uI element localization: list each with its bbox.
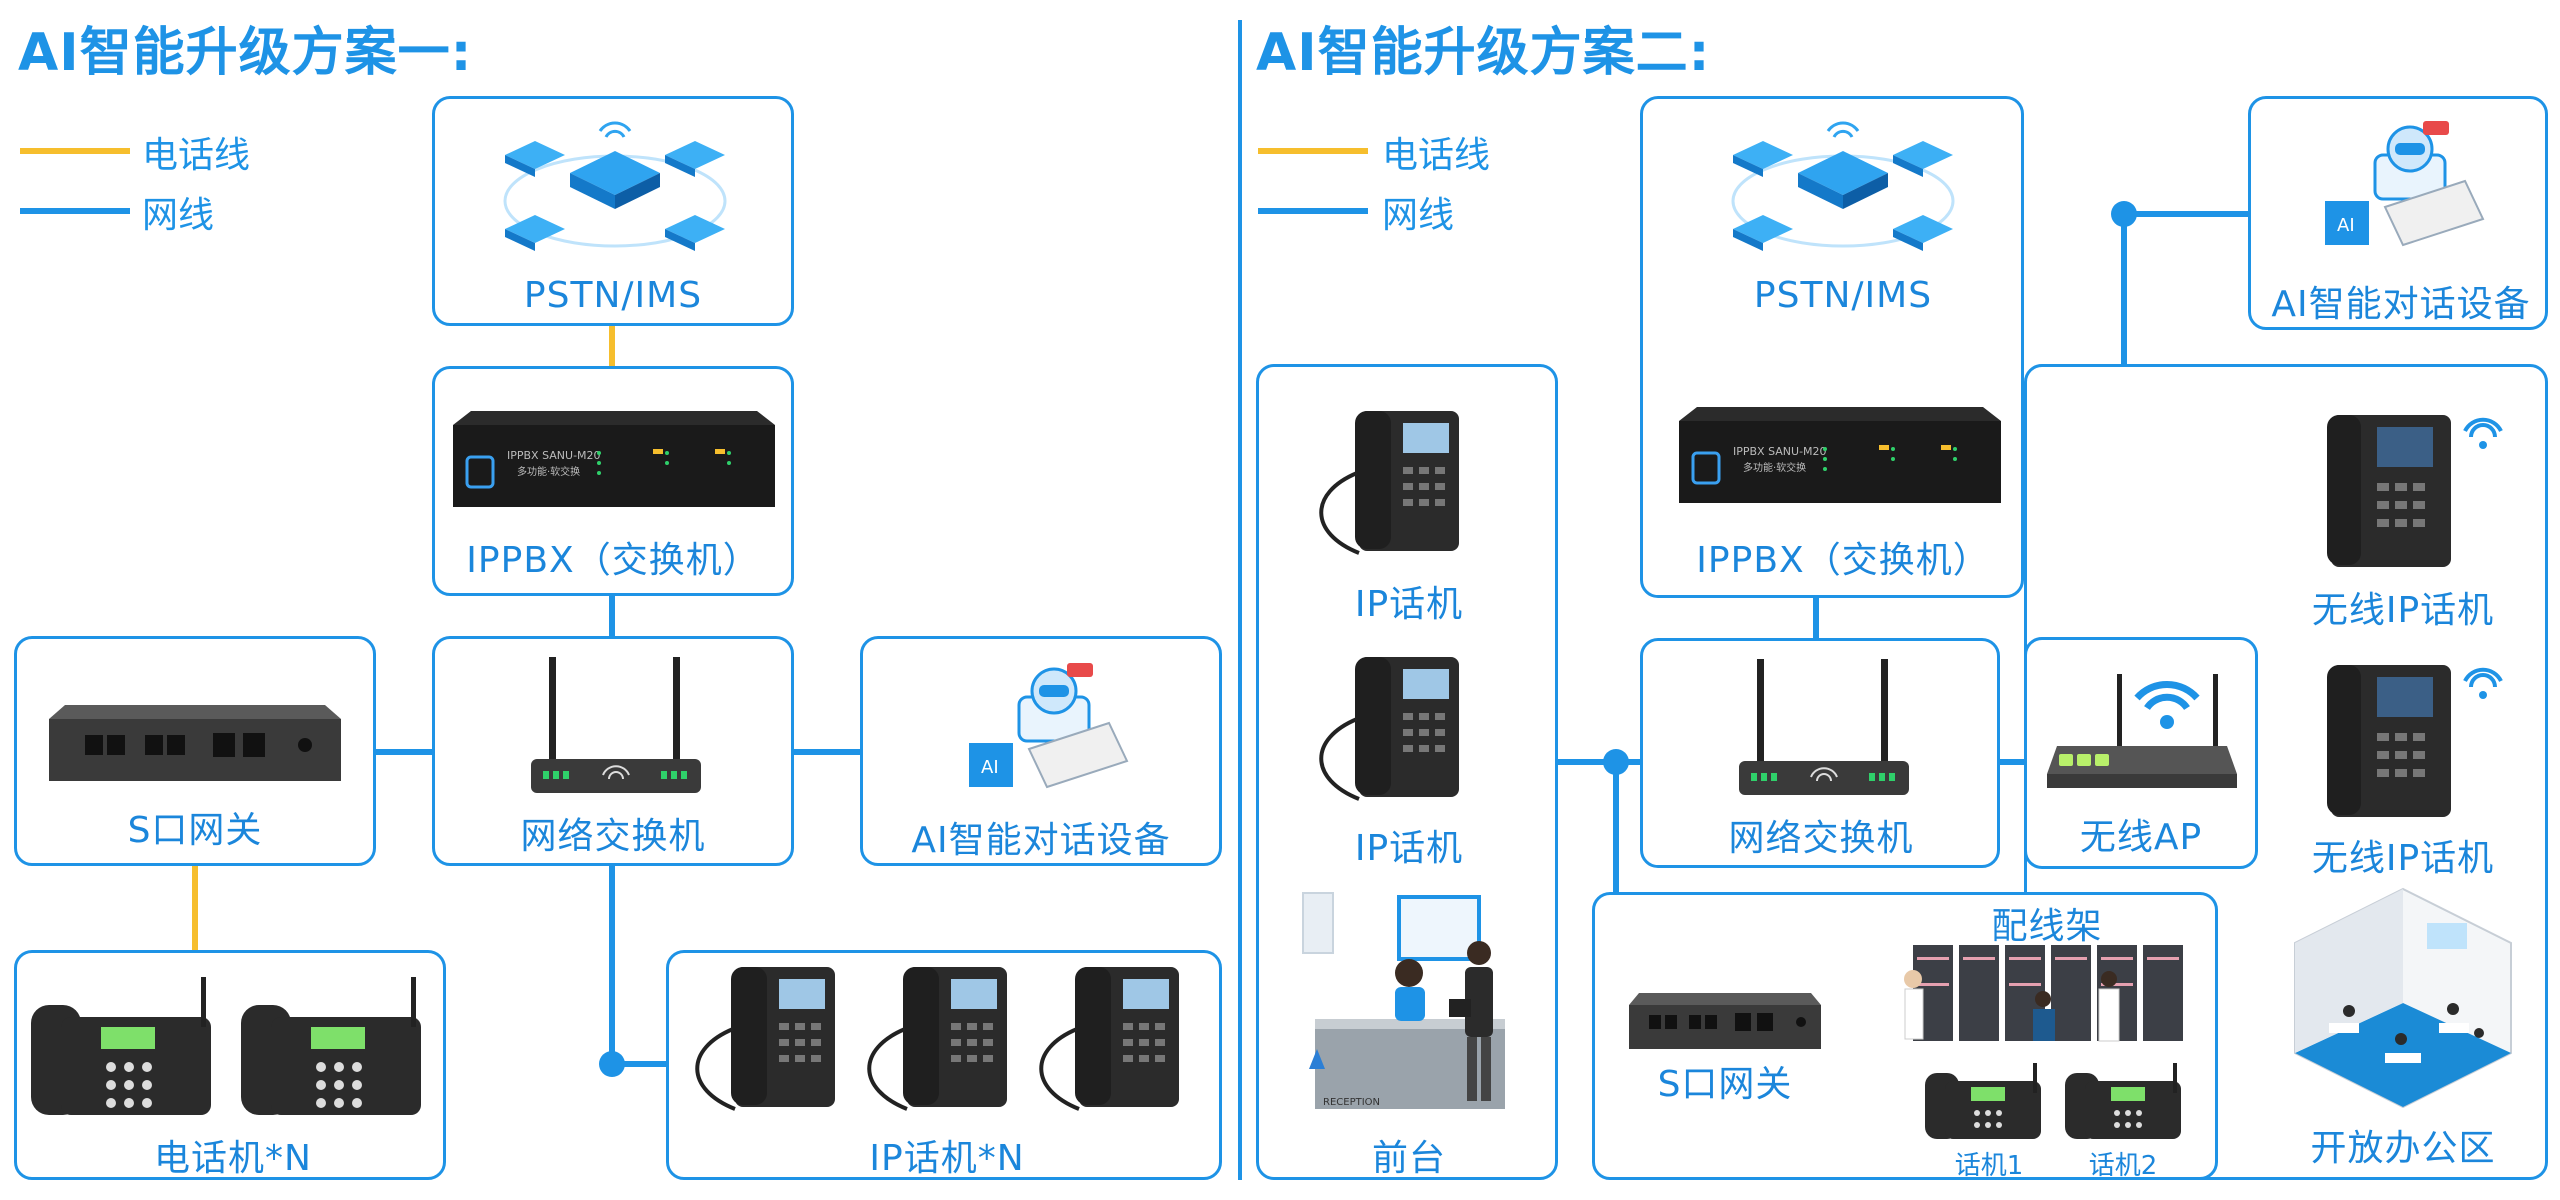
ai-robot-laptop-icon-2: AI <box>2325 121 2485 247</box>
ai-robot-laptop-icon: AI <box>969 663 1129 789</box>
pstn-box: PSTN/IMS <box>432 96 794 326</box>
legend-phone-line-label: 电话线 <box>142 135 251 176</box>
legend2-network-line-label: 网线 <box>1382 195 1455 236</box>
ipphone-label-2: IP话机 <box>1354 828 1464 869</box>
junction2-dot-top <box>2111 201 2137 227</box>
svg-text:IPPBX SANU-M20: IPPBX SANU-M20 <box>1733 445 1827 458</box>
wire2-switch-ap <box>2000 759 2024 765</box>
ippbx-box: IPPBX SANU-M20 多功能·软交换 IPPBX（交换机） <box>432 366 794 596</box>
wireless-ap-icon <box>2047 674 2237 788</box>
ai-device-label: AI智能对话设备 <box>911 820 1171 861</box>
ap-label: 无线AP <box>2079 817 2203 858</box>
wire-pstn-ippbx <box>609 326 615 368</box>
wire-ippbx-switch <box>609 594 615 638</box>
router-icon <box>531 657 701 793</box>
pstn-ippbx-box: PSTN/IMS IPPBX SANU-M20 多功能·软交换 IPPBX（交换… <box>1640 96 2024 598</box>
ap-box: 无线AP <box>2024 637 2258 869</box>
ai-device-label-2: AI智能对话设备 <box>2271 284 2531 325</box>
ippbx2-device-icon: IPPBX SANU-M20 多功能·软交换 <box>1679 407 2001 503</box>
pstn2-label: PSTN/IMS <box>1753 275 1933 316</box>
open-office-label: 开放办公区 <box>2310 1128 2496 1169</box>
desk-phones-icon <box>31 977 421 1115</box>
ippbx2-label: IPPBX（交换机） <box>1696 540 1990 581</box>
svg-text:RECEPTION: RECEPTION <box>1323 1097 1380 1108</box>
patch-rack-label: 配线架 <box>1991 906 2103 947</box>
switch-label: 网络交换机 <box>520 816 706 857</box>
left-column-box: IP话机 IP话机 RECEPTION 前台 <box>1256 364 1558 1180</box>
wire2-ippbx-switch <box>1813 598 1819 638</box>
switch-box-2: 网络交换机 <box>1640 638 2000 868</box>
svg-text:多功能·软交换: 多功能·软交换 <box>517 465 580 478</box>
switch2-label: 网络交换机 <box>1728 818 1914 859</box>
wireless-area-box: 无线AP 无线IP话机 无线IP话机 开放办公区 <box>2024 364 2548 1180</box>
legend-network-line-label: 网线 <box>142 195 215 236</box>
gateway-device-icon <box>49 705 341 781</box>
wireless-phone-label-1: 无线IP话机 <box>2311 590 2495 631</box>
phone2-label: 话机2 <box>2088 1151 2158 1181</box>
legend2-phone-line-swatch <box>1258 148 1368 154</box>
scheme1-title: AI智能升级方案一: <box>18 23 473 83</box>
open-office-icon <box>2294 887 2512 1109</box>
reception-label: 前台 <box>1371 1138 1447 1179</box>
svg-text:多功能·软交换: 多功能·软交换 <box>1743 461 1806 474</box>
ipphones-box: IP话机*N <box>666 950 1222 1180</box>
svg-text:IPPBX SANU-M20: IPPBX SANU-M20 <box>507 449 601 462</box>
wire-switch-ai <box>792 749 860 755</box>
phones-box: 电话机*N <box>14 950 446 1180</box>
gateway-box: S口网关 <box>14 636 376 866</box>
junction-dot <box>599 1051 625 1077</box>
legend-network-line-swatch <box>20 208 130 214</box>
ai-device-box: AI AI智能对话设备 <box>860 636 1222 866</box>
pstn-label: PSTN/IMS <box>523 275 703 316</box>
ippbx-device-icon: IPPBX SANU-M20 多功能·软交换 <box>453 411 775 507</box>
gateway2-label: S口网关 <box>1657 1064 1793 1105</box>
ipphone-label-1: IP话机 <box>1354 584 1464 625</box>
legend2-network-line-swatch <box>1258 208 1368 214</box>
cloud-network-icon <box>503 121 727 251</box>
junction2-dot-switch <box>1603 749 1629 775</box>
patch-rack-icon <box>1904 945 2183 1042</box>
ai-device-box-2: AI AI智能对话设备 <box>2248 96 2548 330</box>
phone2-icon <box>2065 1063 2181 1139</box>
wire-switch-ipphones <box>609 866 615 1064</box>
ippbx-label: IPPBX（交换机） <box>466 540 760 581</box>
ip-phone-icon-1 <box>1319 411 1459 555</box>
wire2-to-gateway-area <box>1613 762 1619 892</box>
wire-ipphones-branch <box>612 1061 668 1067</box>
phones-label: 电话机*N <box>154 1138 312 1179</box>
wire2-to-ai-box <box>2124 211 2248 217</box>
legend2-phone-line-label: 电话线 <box>1382 135 1491 176</box>
ipphones-label: IP话机*N <box>869 1138 1025 1179</box>
wireless-phone-label-2: 无线IP话机 <box>2311 838 2495 879</box>
scheme2-title: AI智能升级方案二: <box>1256 23 1711 83</box>
svg-text:AI: AI <box>981 757 999 778</box>
wireless-ip-phone-icon-2 <box>2327 665 2503 817</box>
switch-box: 网络交换机 <box>432 636 794 866</box>
wire-gateway-switch <box>376 749 434 755</box>
wireless-ip-phone-icon-1 <box>2327 415 2503 567</box>
gateway2-device-icon <box>1629 993 1821 1049</box>
wire2-vertical-ai <box>2121 214 2127 484</box>
legend-phone-line-swatch <box>20 148 130 154</box>
scheme-divider <box>1238 20 1242 1180</box>
ip-phones-icon <box>695 965 1181 1111</box>
cloud-network-icon-2 <box>1731 121 1955 251</box>
phone1-label: 话机1 <box>1954 1151 2024 1181</box>
wire2-left-switch <box>1558 759 1640 765</box>
gateway-label: S口网关 <box>127 810 263 851</box>
phone1-icon <box>1925 1063 2041 1139</box>
reception-icon: RECEPTION <box>1302 892 1505 1109</box>
ip-phone-icon-2 <box>1319 657 1459 801</box>
svg-text:AI: AI <box>2337 215 2355 236</box>
wire-gateway-phones <box>192 866 198 950</box>
gateway-rack-box: 配线架 S口网关 话机1 话机2 <box>1592 892 2218 1181</box>
router-icon-2 <box>1739 659 1909 795</box>
